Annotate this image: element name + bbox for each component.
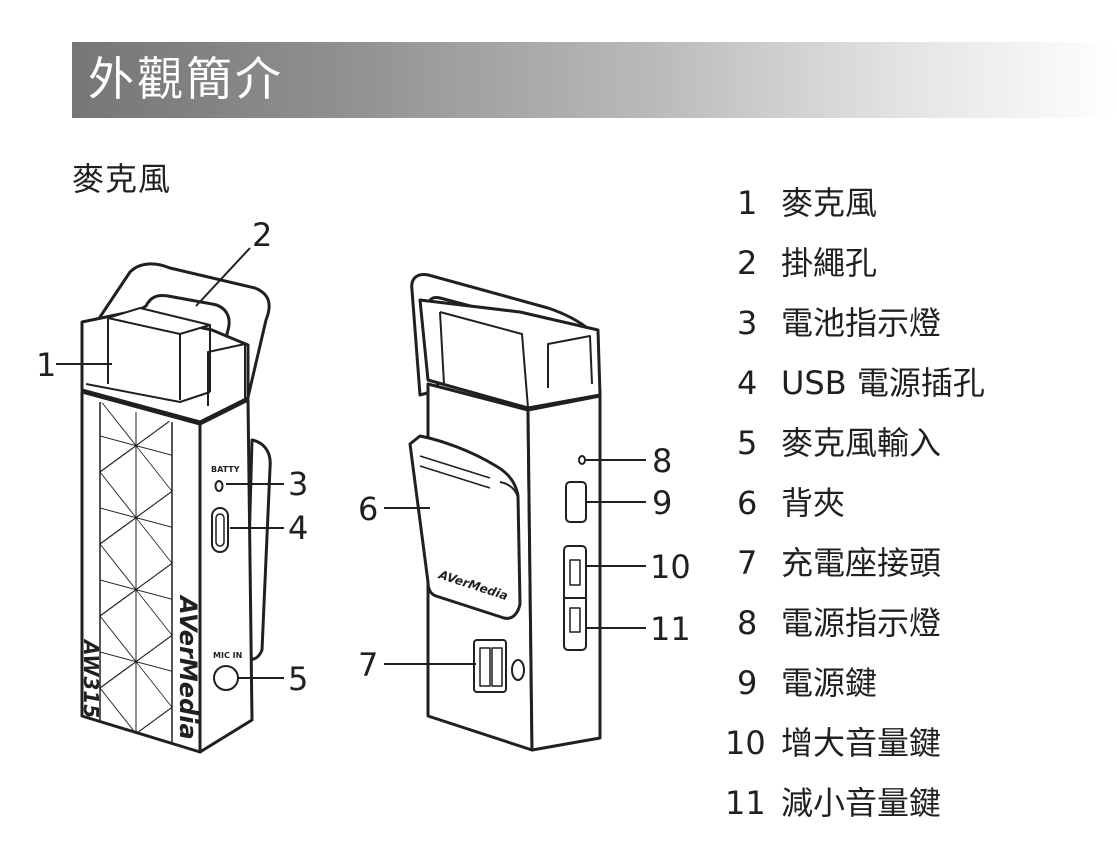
legend-item: 9 電源鍵 [737,660,877,706]
legend-num: 1 [737,184,758,222]
legend-item: 10 增大音量鍵 [725,720,942,766]
legend-item: 2 掛繩孔 [737,240,877,286]
callout-3: 3 [288,465,308,503]
callout-5: 5 [288,660,308,698]
power-led [578,455,586,465]
legend-item: 5 麥克風輸入 [737,420,941,466]
legend-label: 麥克風輸入 [781,424,942,462]
legend-num: 8 [737,604,758,642]
legend-num: 10 [725,724,766,762]
legend-num: 3 [737,304,758,342]
legend-num: 6 [737,484,758,522]
legend-num: 5 [737,424,758,462]
callout-4: 4 [288,509,308,547]
mic-in-label: MIC IN [213,651,242,660]
legend-label: 增大音量鍵 [781,724,942,762]
front-brand-text: AVerMedia [174,594,202,740]
legend-item: 4 USB 電源插孔 [737,360,985,406]
battery-led [214,480,224,492]
callout-10: 10 [650,548,691,586]
callout-9: 9 [652,484,672,522]
callout-7: 7 [358,646,378,684]
callout-11: 11 [650,610,691,648]
power-key [565,481,587,523]
legend-label: 減小音量鍵 [781,784,942,822]
callout-2: 2 [252,216,272,254]
battery-label: BATTY [211,465,240,474]
front-model-text: AW315 [79,638,103,718]
legend-label: USB 電源插孔 [781,364,985,402]
legend-label: 電源指示燈 [781,604,942,642]
callout-lines [56,247,646,679]
legend-label: 背夾 [781,484,846,522]
legend-label: 掛繩孔 [781,244,878,282]
header-bar [72,42,1117,118]
legend-label: 充電座接頭 [781,544,942,582]
legend-item: 7 充電座接頭 [737,540,941,586]
legend-num: 9 [737,664,758,702]
legend-num: 7 [737,544,758,582]
body-side [198,398,254,754]
legend-label: 電源鍵 [781,664,878,702]
callout-8: 8 [652,442,672,480]
legend-item: 6 背夾 [737,480,845,526]
legend-item: 11 減小音量鍵 [725,780,942,826]
device-front [80,262,272,754]
legend-num: 4 [737,364,758,402]
callout-1: 1 [36,346,56,384]
legend-item: 1 麥克風 [737,180,877,226]
legend-num: 11 [725,784,766,822]
section-title: 麥克風 [72,160,172,198]
callout-6: 6 [358,490,378,528]
legend-label: 麥克風 [781,184,878,222]
legend-label: 電池指示燈 [781,304,942,342]
page-title: 外觀簡介 [88,52,284,106]
legend-item: 3 電池指示燈 [737,300,941,346]
mic-in-jack [213,665,239,691]
legend-num: 2 [737,244,758,282]
legend-item: 8 電源指示燈 [737,600,941,646]
device-back [408,273,602,752]
